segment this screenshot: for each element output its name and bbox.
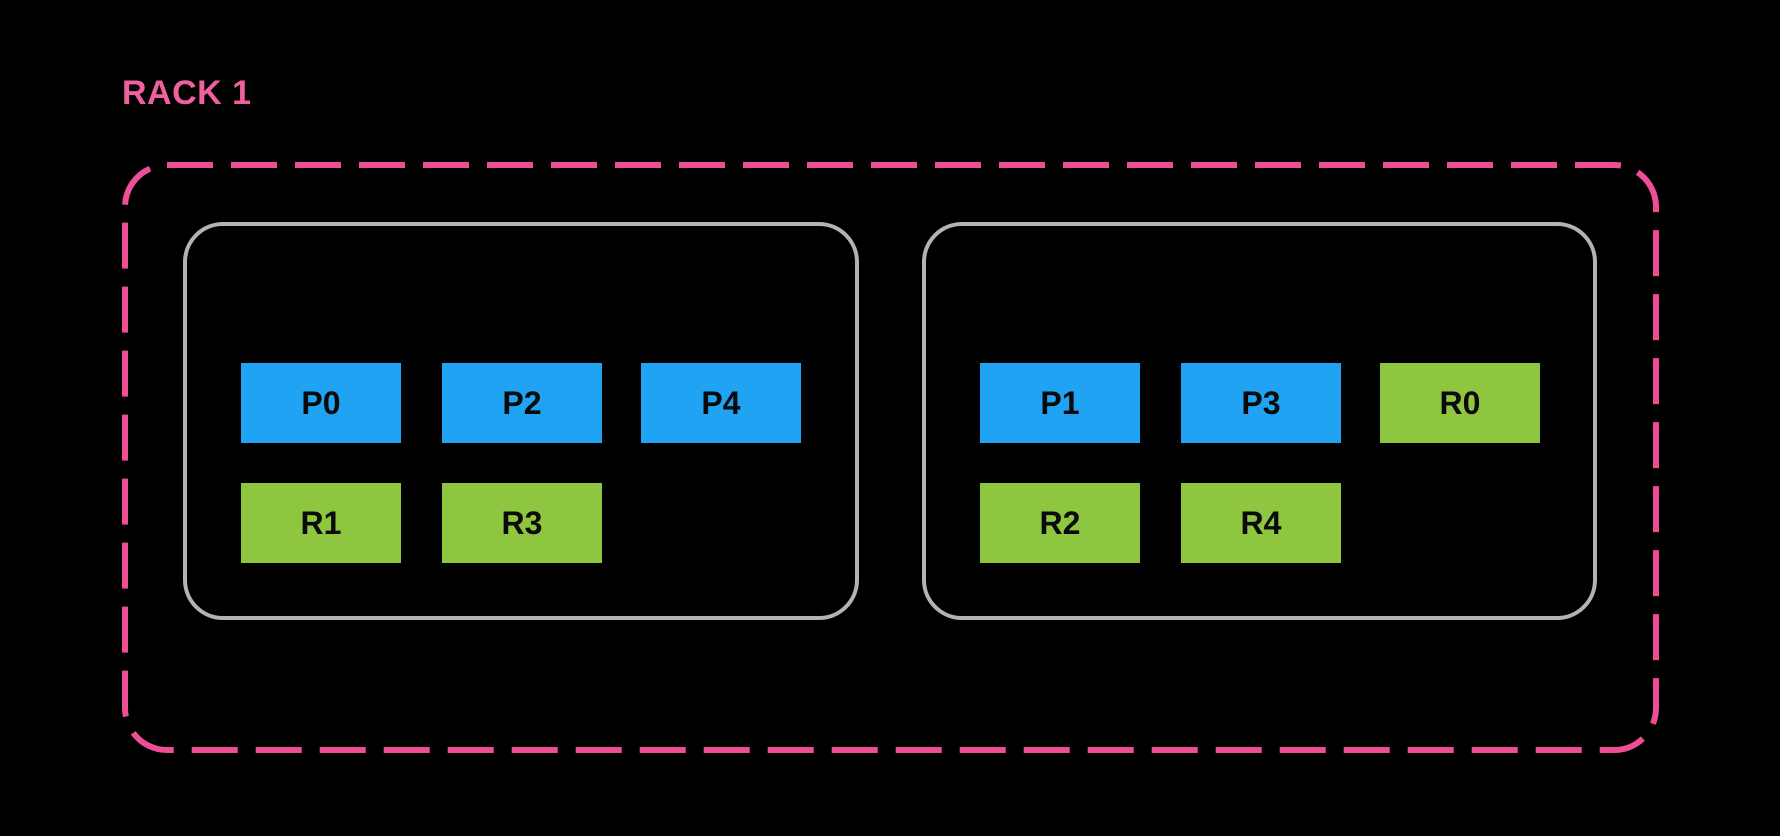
slot-r4: R4: [1181, 483, 1341, 563]
slot-r0: R0: [1380, 363, 1540, 443]
slot-p3: P3: [1181, 363, 1341, 443]
node-2-box: P1 P3 R0 R2 R4: [922, 222, 1597, 620]
rack-boundary: P0 P2 P4 R1 R3 P1 P3 R0 R2 R4: [122, 162, 1659, 753]
slot-p4: P4: [641, 363, 801, 443]
slot-p1: P1: [980, 363, 1140, 443]
slot-r1: R1: [241, 483, 401, 563]
rack-dashed-border: [122, 162, 1659, 753]
slot-p0: P0: [241, 363, 401, 443]
node-1-box: P0 P2 P4 R1 R3: [183, 222, 859, 620]
slot-r2: R2: [980, 483, 1140, 563]
slot-p2: P2: [442, 363, 602, 443]
slot-r3: R3: [442, 483, 602, 563]
rack-title: RACK 1: [122, 74, 252, 112]
